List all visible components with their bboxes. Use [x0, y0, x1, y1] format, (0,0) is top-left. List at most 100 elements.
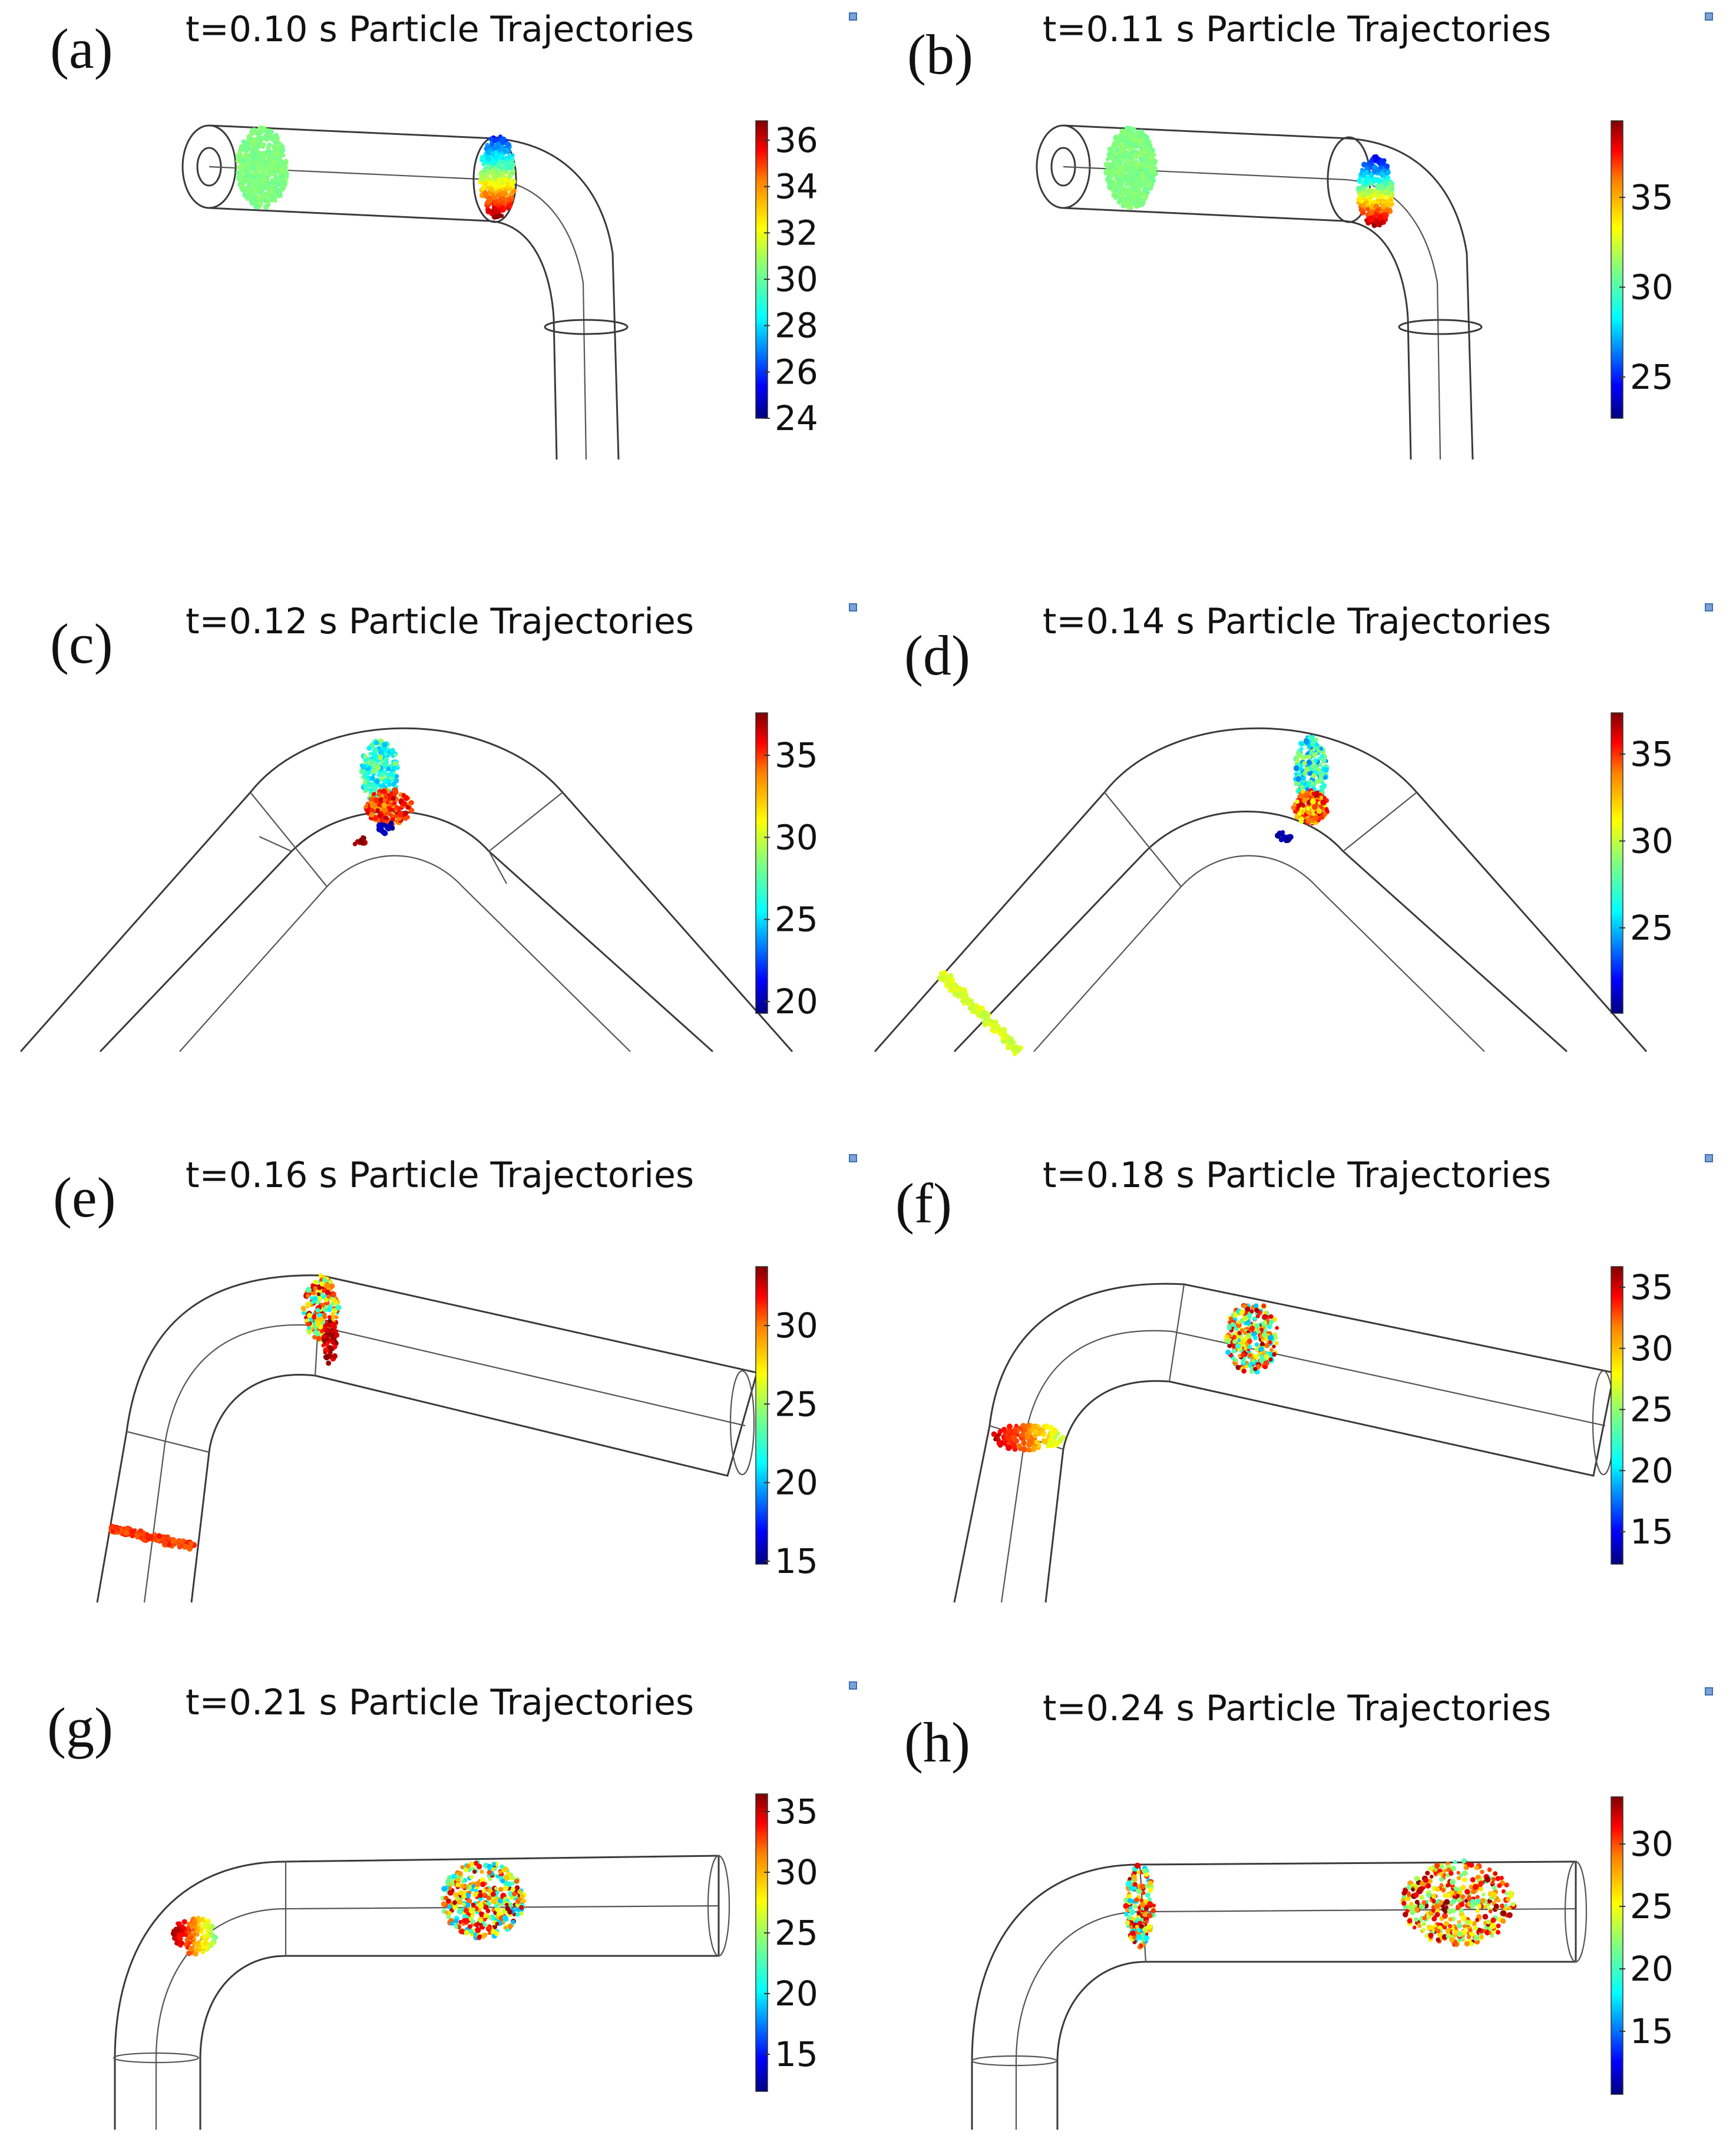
- colorbar-tick-label: 35: [1630, 177, 1674, 217]
- particle: [1294, 772, 1298, 776]
- particle: [372, 792, 376, 796]
- particle: [192, 1932, 197, 1936]
- particle: [1244, 1364, 1249, 1369]
- particle: [1243, 1331, 1248, 1336]
- particle: [1375, 207, 1380, 212]
- particle: [183, 1932, 188, 1937]
- colorbar-gradient: [1611, 120, 1623, 419]
- particle: [1378, 165, 1384, 170]
- particle: [1492, 1885, 1497, 1890]
- particle: [1428, 1932, 1434, 1938]
- particle: [239, 167, 244, 173]
- particle: [504, 197, 510, 203]
- particle: [1130, 1930, 1136, 1936]
- particle: [1121, 132, 1126, 136]
- particle: [1136, 1934, 1142, 1940]
- particle: [305, 1294, 310, 1298]
- particle: [1299, 767, 1303, 772]
- particle: [486, 156, 492, 162]
- particle: [1127, 137, 1132, 141]
- particle: [1012, 1051, 1017, 1056]
- particle: [1449, 1937, 1455, 1943]
- particle: [389, 748, 395, 753]
- colorbar-tick-label: 30: [1630, 1328, 1674, 1369]
- particle-cluster: [1275, 830, 1294, 844]
- particle: [1058, 1437, 1064, 1443]
- particle: [316, 1292, 321, 1297]
- particle: [272, 156, 278, 161]
- particle: [273, 166, 278, 171]
- particle: [1383, 181, 1388, 187]
- particle: [1491, 1877, 1496, 1882]
- particle: [256, 152, 262, 157]
- particle: [1472, 1883, 1479, 1890]
- particle: [278, 142, 283, 147]
- particle: [519, 1905, 524, 1910]
- particle: [1000, 1035, 1007, 1041]
- particle: [1312, 804, 1318, 810]
- particle-cluster: [1224, 1303, 1279, 1375]
- particle: [1251, 1359, 1255, 1363]
- particle: [1291, 805, 1297, 811]
- particle: [1262, 1314, 1268, 1320]
- particle: [482, 1892, 487, 1897]
- particle: [378, 749, 384, 755]
- particle: [471, 1907, 476, 1912]
- particle: [1495, 1876, 1501, 1881]
- corner-marker-icon: [849, 603, 857, 612]
- particle-cluster: [352, 835, 368, 847]
- particle: [1423, 1878, 1429, 1883]
- particle: [1254, 1342, 1259, 1347]
- particle: [279, 158, 283, 163]
- particle: [250, 166, 257, 171]
- particle: [322, 1307, 328, 1313]
- particle: [1295, 799, 1300, 804]
- particle: [213, 1935, 219, 1940]
- panel-c: (c) t=0.12 s Particle Trajectories 35302…: [19, 601, 857, 1053]
- particle: [1251, 1331, 1257, 1337]
- particle: [490, 142, 494, 147]
- particle: [499, 137, 505, 143]
- colorbar-tick-label: 30: [1630, 821, 1674, 861]
- particle: [266, 153, 272, 158]
- particle: [1499, 1876, 1504, 1880]
- particle: [1355, 186, 1362, 192]
- colorbar-tick-label: 25: [1630, 1886, 1674, 1926]
- particle: [1274, 1341, 1279, 1346]
- particle: [457, 1870, 463, 1876]
- particle: [1026, 1443, 1031, 1448]
- colorbar-tick-label: 15: [1630, 2011, 1674, 2051]
- particle: [1268, 1320, 1273, 1325]
- particle: [1306, 811, 1311, 815]
- particle: [266, 146, 271, 151]
- particle: [181, 1919, 187, 1925]
- particle: [1439, 1877, 1444, 1882]
- particle: [1136, 1911, 1141, 1916]
- particle: [1244, 1347, 1248, 1351]
- particle: [197, 1922, 201, 1927]
- particle: [503, 1925, 508, 1930]
- particle: [312, 1295, 318, 1301]
- particle: [130, 1529, 135, 1535]
- particle: [174, 1941, 179, 1946]
- particle: [488, 136, 494, 142]
- particle: [1381, 204, 1386, 210]
- particle: [498, 1886, 504, 1892]
- particle: [1259, 1341, 1265, 1347]
- particle: [1442, 1873, 1446, 1877]
- particle: [252, 175, 257, 180]
- particle: [949, 977, 954, 983]
- colorbar-tick-label: 30: [775, 259, 818, 299]
- particle-cluster: [170, 1915, 219, 1957]
- particle-cluster: [235, 125, 289, 210]
- particle: [144, 1532, 150, 1537]
- particle: [1129, 1909, 1136, 1915]
- particle: [363, 758, 368, 763]
- particle: [1295, 751, 1301, 756]
- particle: [375, 765, 381, 771]
- particle: [1479, 1934, 1484, 1939]
- particle: [263, 136, 267, 141]
- particle: [1314, 769, 1319, 774]
- panel-f: (f) t=0.18 s Particle Trajectories 35302…: [895, 1154, 1713, 1603]
